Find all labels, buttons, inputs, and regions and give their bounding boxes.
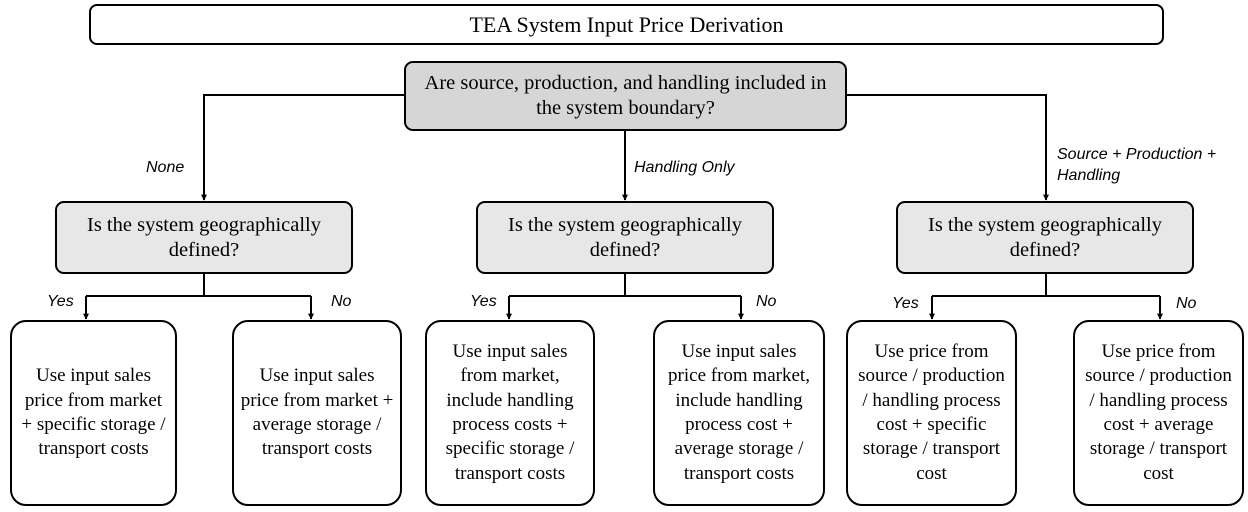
outcome-box-b1-yes: Use input sales price from market + spec… [10, 320, 177, 506]
outcome-box-b3-no: Use price from source / production / han… [1073, 320, 1244, 506]
branch-label-none: None [146, 159, 185, 176]
connector-source-production-handling [847, 94, 1049, 201]
connector-none [201, 94, 404, 201]
yes-label-b2: Yes [470, 293, 497, 310]
no-label-b3: No [1176, 295, 1197, 312]
outcome-box-b1-no: Use input sales price from market + aver… [232, 320, 402, 506]
branch-label-handling-only: Handling Only [634, 159, 735, 176]
outcome-box-b3-yes: Use price from source / production / han… [846, 320, 1017, 506]
outcome-box-b2-no: Use input sales price from market, inclu… [653, 320, 825, 506]
diagram-title: TEA System Input Price Derivation [89, 4, 1164, 45]
no-label-b1: No [331, 293, 352, 310]
yes-label-b1: Yes [47, 293, 74, 310]
question-box-source-production-handling: Is the system geographically defined? [896, 201, 1194, 274]
no-label-b2: No [756, 293, 777, 310]
outcome-box-b2-yes: Use input sales from market, include han… [425, 320, 595, 506]
root-question-box: Are source, production, and handling inc… [404, 61, 847, 131]
branch-label-source-production-handling: Source + Production + Handling [1057, 146, 1217, 184]
question-box-none: Is the system geographically defined? [55, 201, 353, 274]
yes-label-b3: Yes [892, 295, 919, 312]
question-box-handling-only: Is the system geographically defined? [476, 201, 774, 274]
